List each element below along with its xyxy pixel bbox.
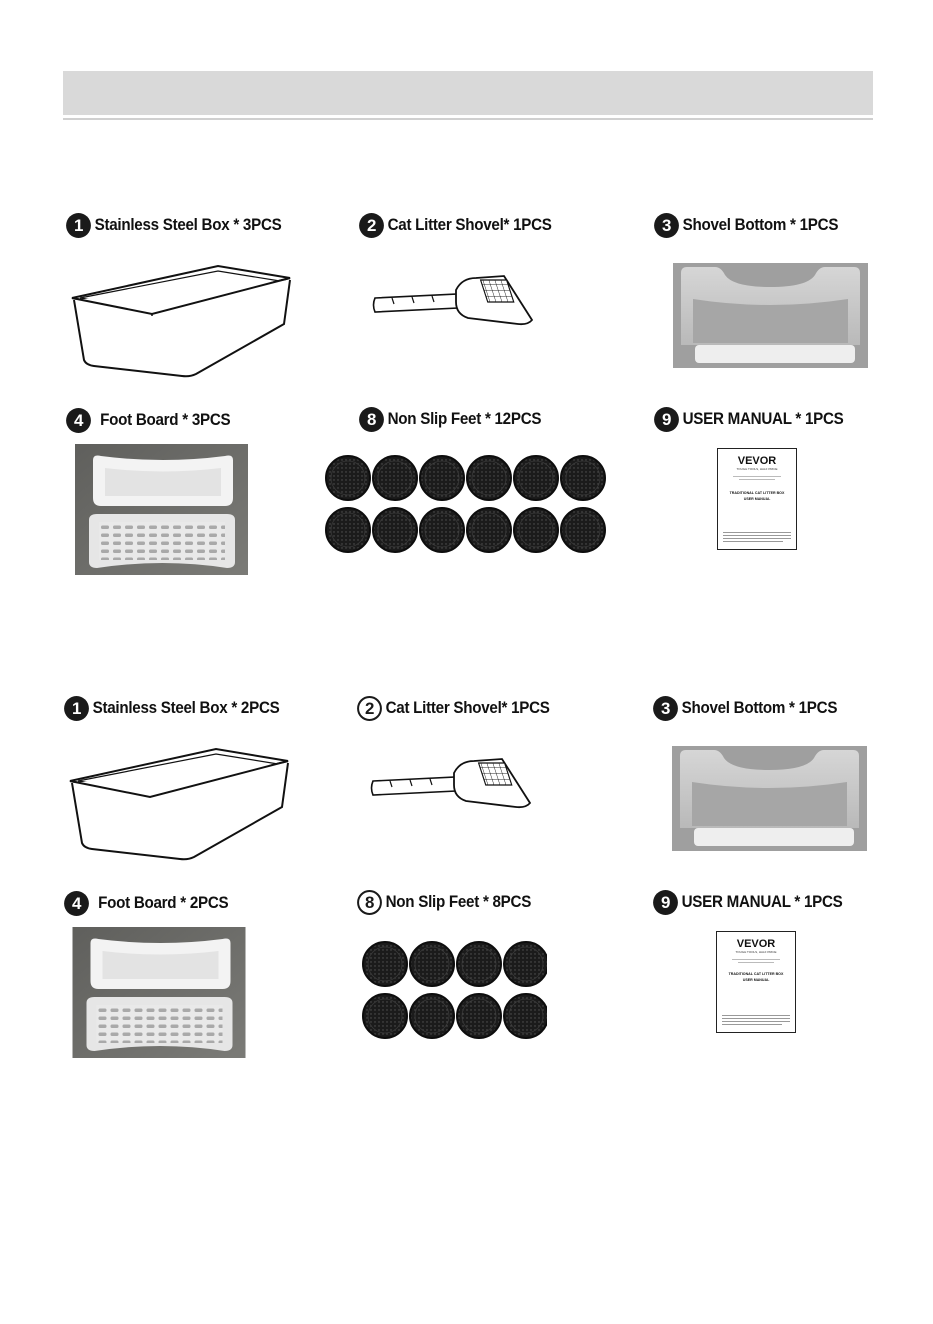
item-number-badge: 9 — [653, 890, 678, 915]
item-number-badge: 8 — [359, 407, 384, 432]
item-label-text: Cat Litter Shovel* 1PCS — [387, 216, 552, 234]
manual-subtitle: USER MANUAL — [744, 497, 771, 501]
item-number-badge: 1 — [66, 213, 91, 238]
non-slip-foot-icon — [419, 455, 465, 501]
manual-title: TRADITIONAL CAT LITTER BOX — [730, 491, 785, 495]
item-label-text: USER MANUAL * 1PCS — [682, 410, 844, 428]
foot-board-icon — [75, 444, 248, 575]
manual-subtitle: USER MANUAL — [743, 978, 770, 982]
package-contents-section-1: 1 Stainless Steel Box * 3PCS 2 Cat Litte… — [0, 0, 933, 575]
non-slip-foot-icon — [409, 941, 455, 987]
non-slip-foot-icon — [325, 455, 371, 501]
cat-litter-shovel-icon — [370, 755, 532, 811]
item-label-text: Shovel Bottom * 1PCS — [682, 216, 839, 234]
manual-tagline: TOUGH TOOLS, HALF PRICE — [736, 467, 777, 471]
non-slip-feet-grid — [325, 455, 606, 553]
non-slip-foot-icon — [466, 507, 512, 553]
non-slip-feet-icon — [324, 454, 606, 554]
user-manual-icon: VEVOR TOUGH TOOLS, HALF PRICE TRADITIONA… — [717, 448, 797, 550]
item-number-badge: 8 — [357, 890, 382, 915]
item-label-stainless-steel-box: 1 Stainless Steel Box * 2PCS — [64, 696, 280, 721]
non-slip-foot-icon — [560, 507, 606, 553]
item-number-badge: 4 — [64, 891, 89, 916]
non-slip-foot-icon — [325, 507, 371, 553]
non-slip-foot-icon — [466, 455, 512, 501]
item-number-badge: 2 — [357, 696, 382, 721]
item-label-text: Cat Litter Shovel* 1PCS — [385, 699, 550, 717]
non-slip-foot-icon — [362, 941, 408, 987]
item-label-text: Stainless Steel Box * 2PCS — [92, 699, 280, 717]
manual-brand: VEVOR — [738, 455, 777, 467]
stainless-steel-box-icon — [68, 262, 296, 380]
item-number-badge: 2 — [359, 213, 384, 238]
header-band — [63, 71, 873, 115]
non-slip-foot-icon — [372, 507, 418, 553]
non-slip-feet-grid — [362, 941, 547, 1039]
manual-title: TRADITIONAL CAT LITTER BOX — [729, 972, 784, 976]
manual-tagline: TOUGH TOOLS, HALF PRICE — [735, 950, 776, 954]
foot-board-icon — [72, 927, 246, 1058]
item-label-text: Stainless Steel Box * 3PCS — [94, 216, 282, 234]
item-label-cat-litter-shovel: 2 Cat Litter Shovel* 1PCS — [357, 696, 550, 721]
item-label-text: Foot Board * 2PCS — [98, 894, 229, 912]
item-number-badge: 3 — [653, 696, 678, 721]
item-label-foot-board: 4 Foot Board * 2PCS — [64, 891, 229, 916]
item-number-badge: 3 — [654, 213, 679, 238]
item-label-text: Non Slip Feet * 12PCS — [387, 410, 542, 428]
item-label-shovel-bottom: 3 Shovel Bottom * 1PCS — [654, 213, 839, 238]
non-slip-foot-icon — [513, 455, 559, 501]
item-label-non-slip-feet: 8 Non Slip Feet * 12PCS — [359, 407, 542, 432]
item-label-user-manual: 9 USER MANUAL * 1PCS — [653, 890, 843, 915]
item-label-text: Foot Board * 3PCS — [100, 411, 231, 429]
non-slip-foot-icon — [456, 941, 502, 987]
item-label-non-slip-feet: 8 Non Slip Feet * 8PCS — [357, 890, 532, 915]
item-label-text: USER MANUAL * 1PCS — [681, 893, 843, 911]
item-label-cat-litter-shovel: 2 Cat Litter Shovel* 1PCS — [359, 213, 552, 238]
non-slip-feet-icon — [361, 940, 547, 1040]
header-rule — [63, 118, 873, 120]
item-number-badge: 9 — [654, 407, 679, 432]
item-label-user-manual: 9 USER MANUAL * 1PCS — [654, 407, 844, 432]
stainless-steel-box-icon — [66, 745, 294, 863]
non-slip-foot-icon — [362, 993, 408, 1039]
shovel-bottom-icon — [673, 263, 868, 368]
package-contents-section-2: 1 Stainless Steel Box * 2PCS 2 Cat Litte… — [0, 0, 933, 1058]
item-label-text: Shovel Bottom * 1PCS — [681, 699, 838, 717]
manual-brand: VEVOR — [737, 938, 776, 950]
item-number-badge: 1 — [64, 696, 89, 721]
non-slip-foot-icon — [372, 455, 418, 501]
non-slip-foot-icon — [456, 993, 502, 1039]
item-label-foot-board: 4 Foot Board * 3PCS — [66, 408, 231, 433]
item-number-badge: 4 — [66, 408, 91, 433]
non-slip-foot-icon — [560, 455, 606, 501]
item-label-shovel-bottom: 3 Shovel Bottom * 1PCS — [653, 696, 838, 721]
shovel-bottom-icon — [672, 746, 867, 851]
non-slip-foot-icon — [409, 993, 455, 1039]
item-label-stainless-steel-box: 1 Stainless Steel Box * 3PCS — [66, 213, 282, 238]
item-label-text: Non Slip Feet * 8PCS — [385, 893, 532, 911]
cat-litter-shovel-icon — [372, 272, 534, 328]
user-manual-icon: VEVOR TOUGH TOOLS, HALF PRICE TRADITIONA… — [716, 931, 796, 1033]
non-slip-foot-icon — [503, 993, 547, 1039]
non-slip-foot-icon — [419, 507, 465, 553]
non-slip-foot-icon — [503, 941, 547, 987]
non-slip-foot-icon — [513, 507, 559, 553]
